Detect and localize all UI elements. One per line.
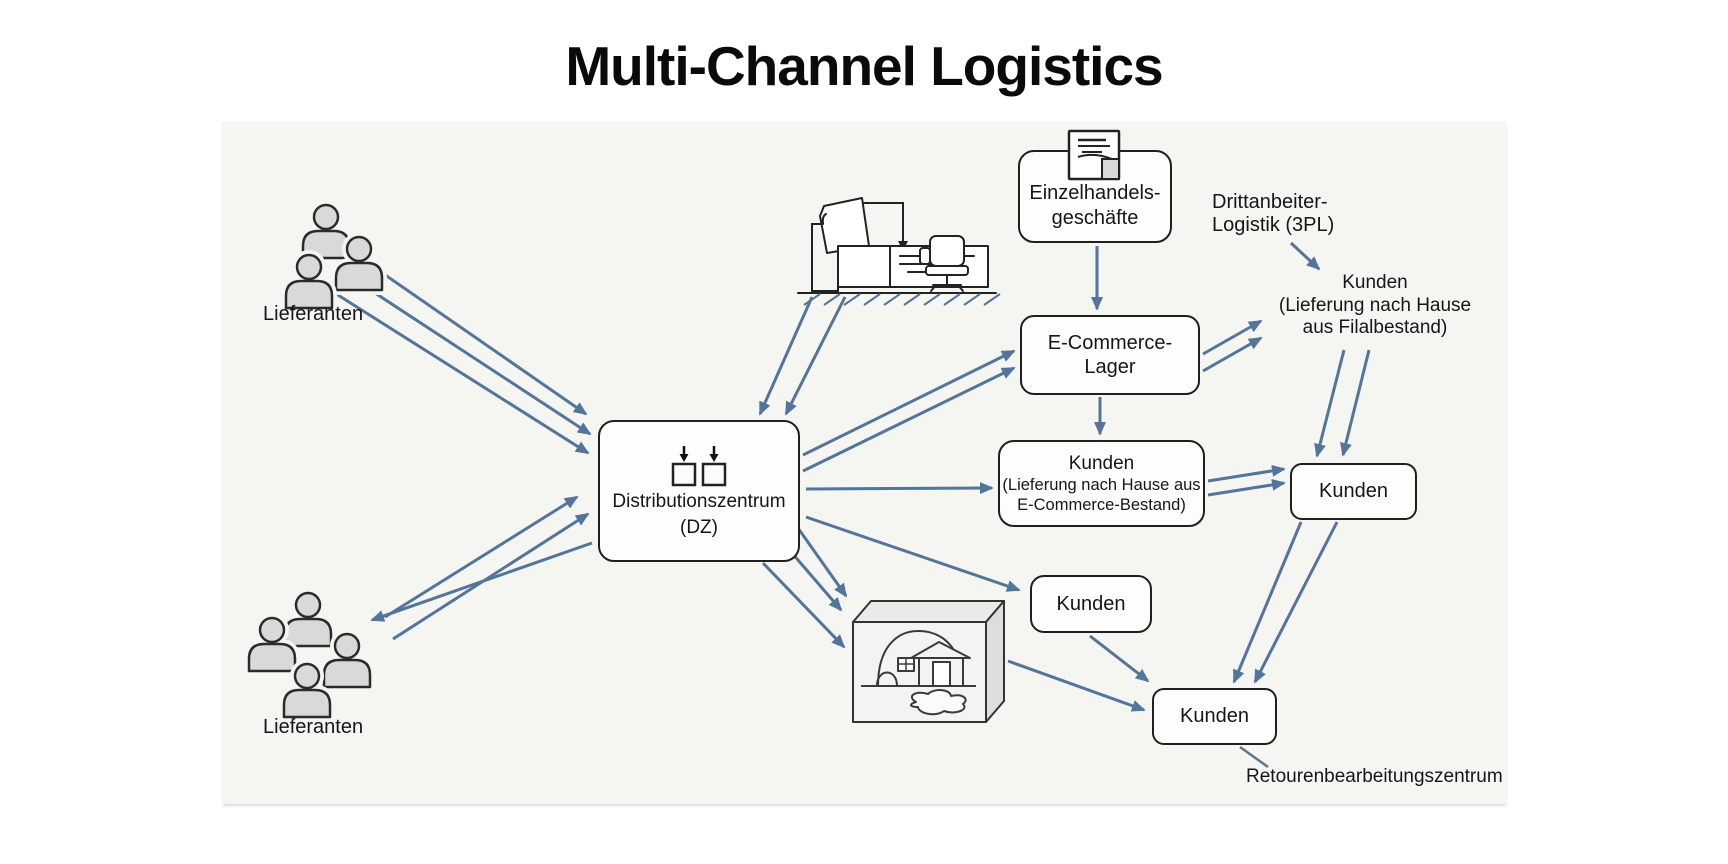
suppliers-top-icon	[286, 205, 382, 308]
inbox-trays-icon	[671, 445, 727, 487]
node-distribution-center: Distributionszentrum (DZ)	[598, 420, 800, 562]
label-third-party-logistics: Drittanbeiter- Logistik (3PL)	[1212, 191, 1334, 237]
node-label: (Lieferung nach Hause aus	[1002, 475, 1201, 494]
label-suppliers-bottom: Lieferanten	[263, 716, 364, 738]
label-customers-store-stock: Kunden (Lieferung nach Hause aus Filalbe…	[1255, 272, 1495, 340]
label-line: aus Filalbestand)	[1302, 317, 1448, 338]
node-label: E-Commerce-	[1047, 331, 1173, 354]
node-ecommerce-warehouse: E-Commerce- Lager	[1020, 315, 1200, 395]
floor-hatch	[803, 293, 1001, 306]
page-title: Multi-Channel Logistics	[565, 35, 1163, 97]
label-returns-center: Retourenbearbeitungszentrum	[1246, 766, 1503, 787]
node-label: E-Commerce-Bestand)	[1017, 496, 1186, 515]
node-label: (DZ)	[680, 517, 718, 538]
node-label: Lager	[1084, 356, 1136, 378]
node-label: Kunden	[1056, 592, 1126, 615]
node-customers-right: Kunden	[1290, 463, 1417, 520]
label-line: Drittanbeiter-	[1212, 191, 1328, 213]
node-label: geschäfte	[1051, 206, 1139, 229]
flow-arrows	[329, 241, 1371, 769]
document-icon	[1067, 129, 1121, 181]
node-label: Kunden	[1180, 705, 1249, 728]
node-label: Kunden	[1068, 452, 1135, 474]
label-suppliers-top: Lieferanten	[263, 303, 364, 325]
node-customers-bottom: Kunden	[1152, 688, 1277, 745]
node-label: Kunden	[1319, 480, 1388, 503]
node-label: Einzelhandels-	[1029, 182, 1161, 205]
node-customers-ecom-stock: Kunden (Lieferung nach Hause aus E-Comme…	[998, 440, 1205, 527]
suppliers-bottom-icon	[249, 593, 370, 717]
label-line: (Lieferung nach Hause	[1278, 294, 1472, 316]
house-in-box-illustration	[852, 600, 1005, 723]
office-desk-illustration	[797, 197, 1001, 306]
label-line: Kunden	[1342, 272, 1408, 293]
node-customers-middle: Kunden	[1030, 575, 1152, 633]
node-label: Distributionszentrum	[612, 490, 786, 512]
label-line: Logistik (3PL)	[1212, 214, 1335, 236]
